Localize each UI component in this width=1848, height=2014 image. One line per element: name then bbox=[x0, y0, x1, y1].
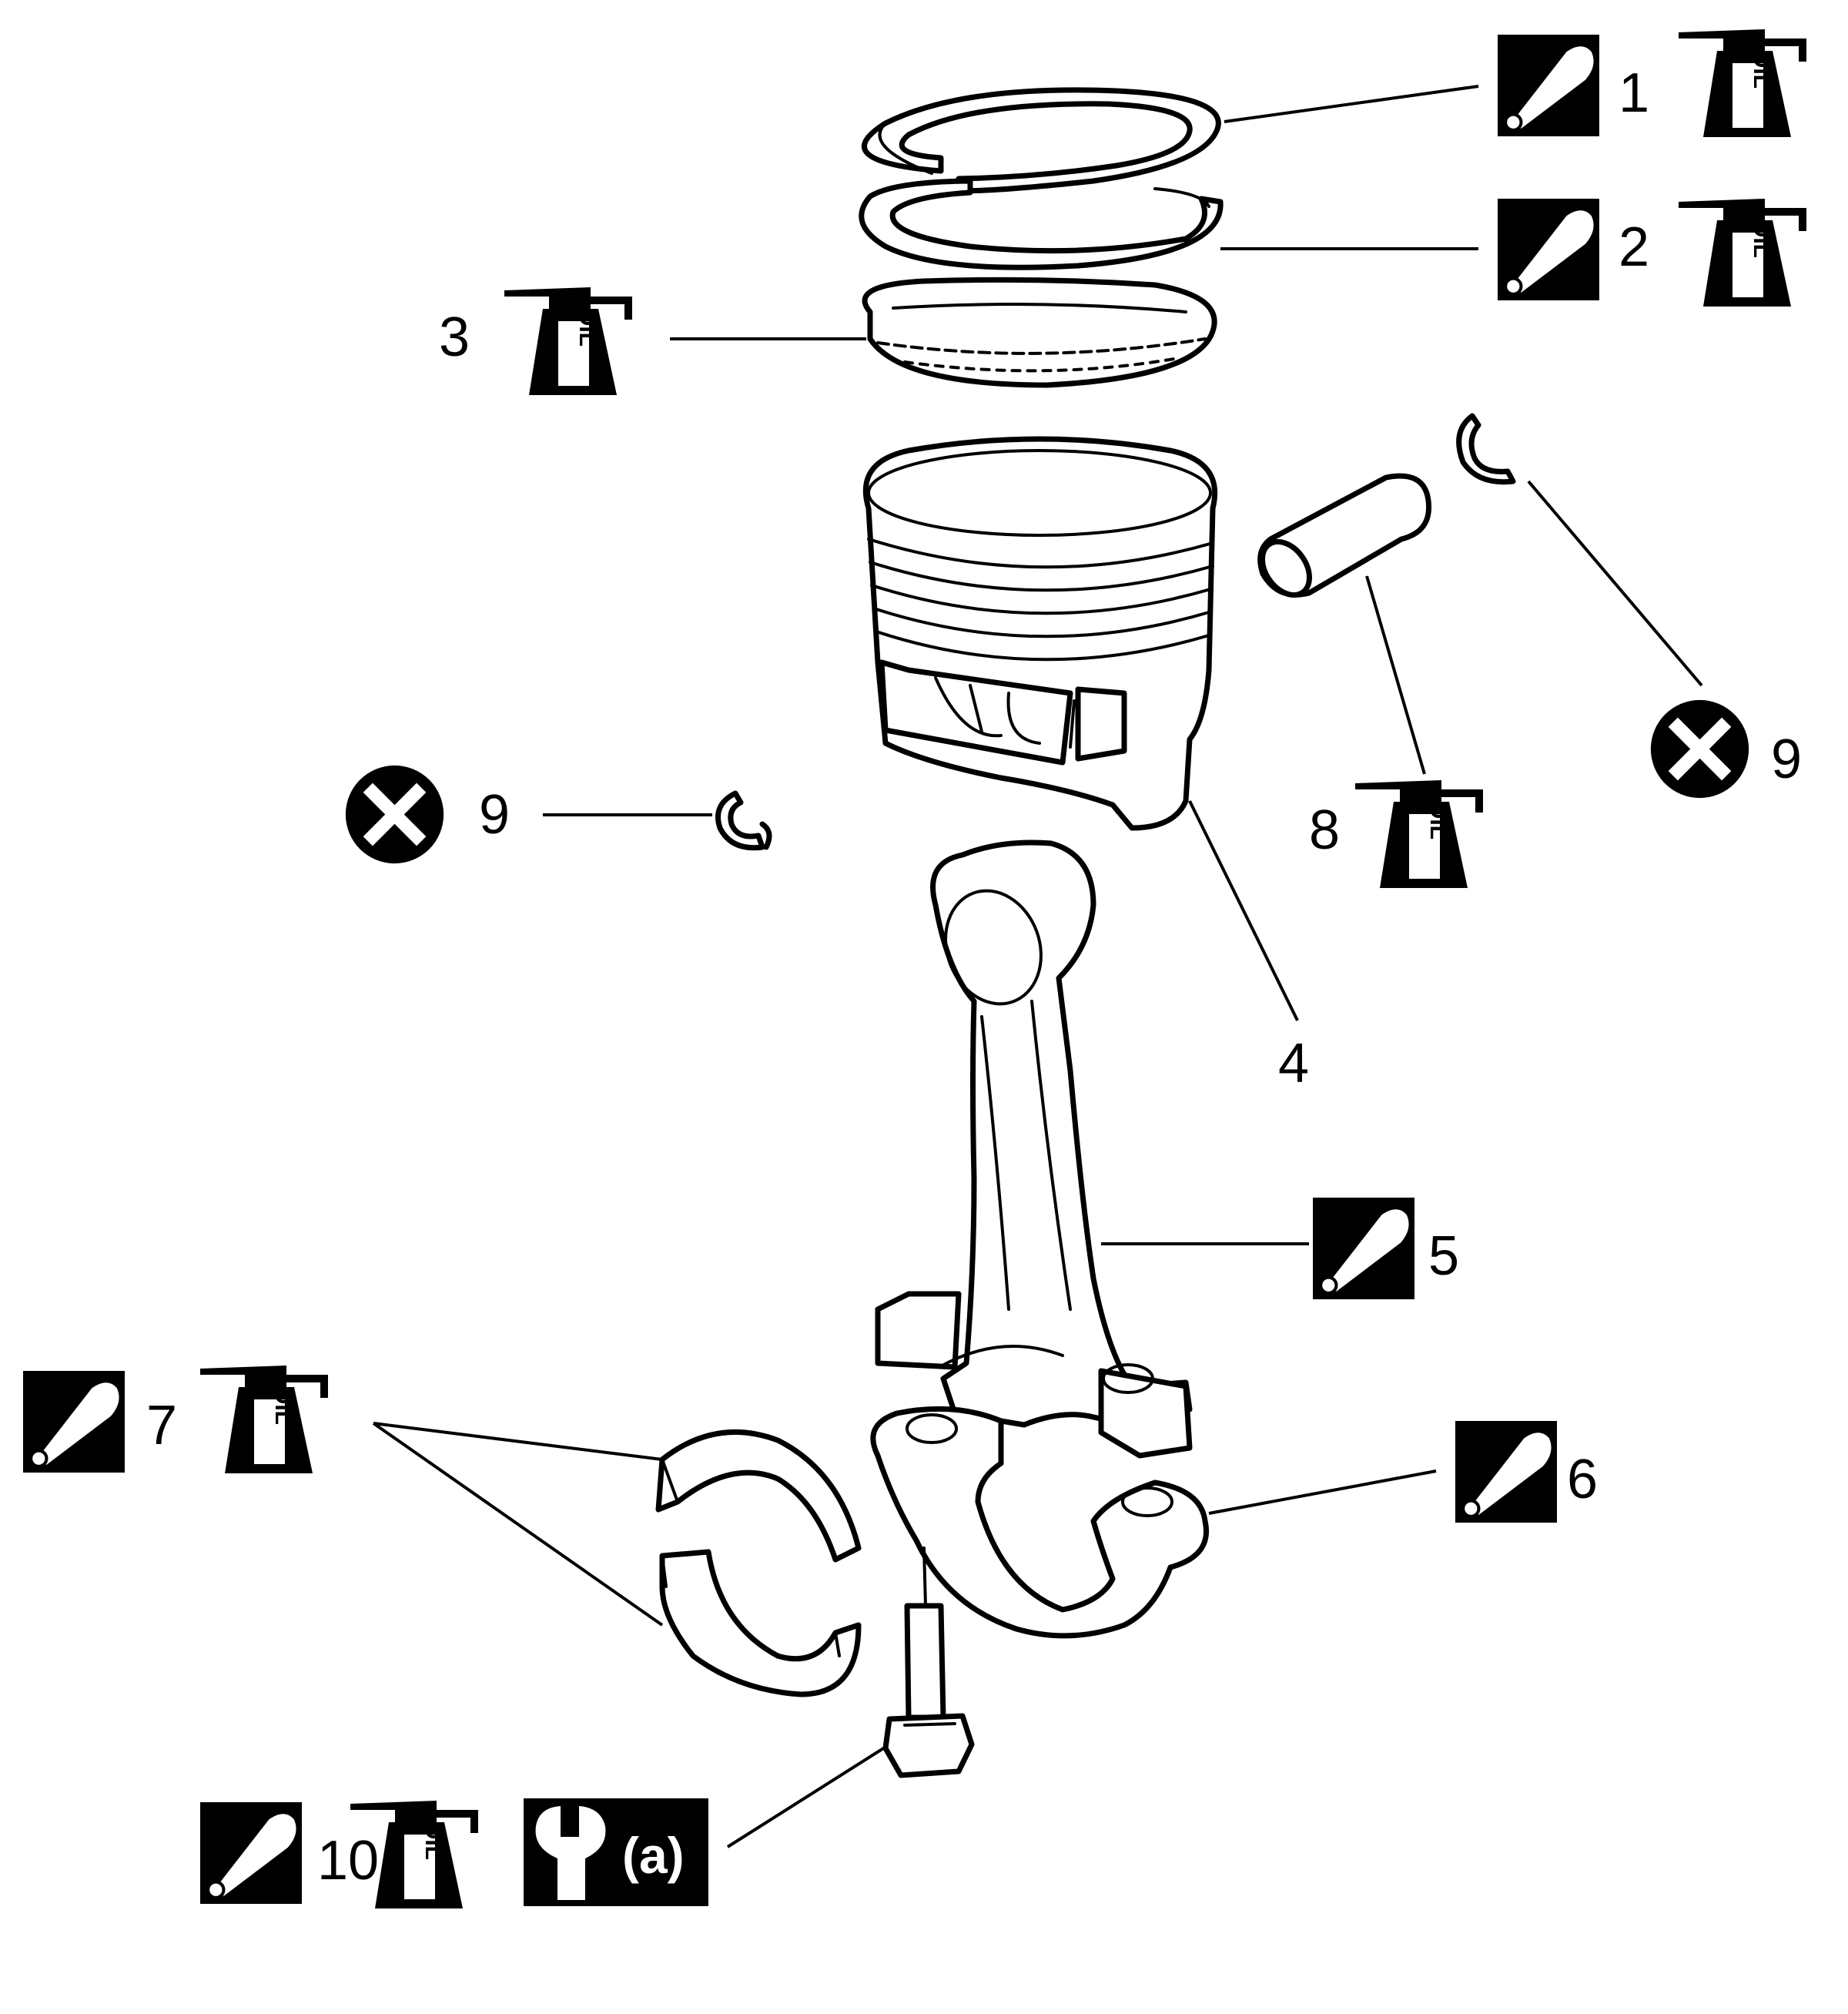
callout-number-1: 1 bbox=[1619, 62, 1649, 124]
apply-lubricant-icon bbox=[23, 1371, 125, 1473]
oil-ring-3 bbox=[862, 276, 1217, 388]
callout-9-right: 9 bbox=[1651, 700, 1802, 798]
callout-5: 5 bbox=[1313, 1198, 1459, 1299]
callout-6: 6 bbox=[1455, 1421, 1598, 1523]
oil-can-label: OIL bbox=[420, 1821, 446, 1860]
leader-6 bbox=[1208, 1469, 1437, 1515]
callout-number-8: 8 bbox=[1309, 799, 1340, 861]
callout-8: 8 OIL bbox=[1309, 780, 1483, 888]
oil-can-icon bbox=[200, 1366, 328, 1473]
callout-9-left: 9 bbox=[346, 766, 510, 863]
bearing-shells-7 bbox=[655, 1429, 862, 1697]
apply-lubricant-icon bbox=[1455, 1421, 1557, 1523]
piston-ring-1 bbox=[861, 87, 1221, 194]
callout-7: 7 OIL bbox=[23, 1366, 328, 1473]
connecting-rod-5 bbox=[875, 839, 1193, 1459]
apply-lubricant-icon bbox=[1498, 199, 1599, 300]
oil-can-icon bbox=[1355, 780, 1483, 888]
oil-can-label: OIL bbox=[1425, 801, 1451, 839]
oil-can-icon bbox=[1679, 199, 1806, 307]
callout-1: 1 OIL bbox=[1498, 29, 1806, 137]
apply-lubricant-icon bbox=[1313, 1198, 1414, 1299]
callout-number-10: 10 bbox=[317, 1830, 379, 1892]
leader-1 bbox=[1224, 85, 1479, 123]
rod-cap-6 bbox=[870, 1406, 1209, 1639]
callout-2: 2 OIL bbox=[1498, 199, 1806, 307]
do-not-reuse-icon bbox=[1651, 700, 1749, 798]
oil-can-label: OIL bbox=[270, 1386, 296, 1425]
oil-can-label: OIL bbox=[574, 308, 600, 347]
piston-4 bbox=[862, 436, 1218, 831]
torque-reference: (a) bbox=[622, 1827, 685, 1884]
callout-number-6: 6 bbox=[1567, 1449, 1598, 1510]
leader-7a bbox=[373, 1422, 663, 1461]
circlip-9-left bbox=[715, 790, 772, 851]
rod-bolt-10 bbox=[882, 1547, 975, 1778]
piston-pin-8 bbox=[1257, 473, 1432, 598]
oil-can-icon bbox=[504, 287, 632, 395]
circlip-9-right bbox=[1456, 413, 1516, 485]
callout-number-7: 7 bbox=[146, 1395, 177, 1456]
leader-8 bbox=[1365, 575, 1426, 775]
callout-number-9-right: 9 bbox=[1771, 729, 1802, 790]
leader-4 bbox=[1188, 800, 1299, 1021]
callout-number-2: 2 bbox=[1619, 216, 1649, 278]
callout-number-3: 3 bbox=[439, 307, 470, 368]
apply-lubricant-icon bbox=[200, 1802, 302, 1904]
leader-10 bbox=[726, 1741, 895, 1848]
oil-can-label: OIL bbox=[1749, 219, 1774, 258]
callout-3: 3 OIL bbox=[439, 287, 632, 395]
callout-10: 10 OIL (a) bbox=[200, 1798, 708, 1908]
callout-number-9-left: 9 bbox=[479, 784, 510, 846]
piston-ring-2 bbox=[859, 178, 1224, 270]
callout-number-4: 4 bbox=[1278, 1033, 1309, 1094]
do-not-reuse-icon bbox=[346, 766, 444, 863]
leader-9-right bbox=[1527, 480, 1703, 687]
oil-can-icon bbox=[1679, 29, 1806, 137]
leader-7b bbox=[372, 1422, 664, 1627]
apply-lubricant-icon bbox=[1498, 35, 1599, 136]
oil-can-label: OIL bbox=[1749, 50, 1774, 89]
leader-lines bbox=[372, 85, 1703, 1848]
callout-number-5: 5 bbox=[1428, 1225, 1459, 1287]
